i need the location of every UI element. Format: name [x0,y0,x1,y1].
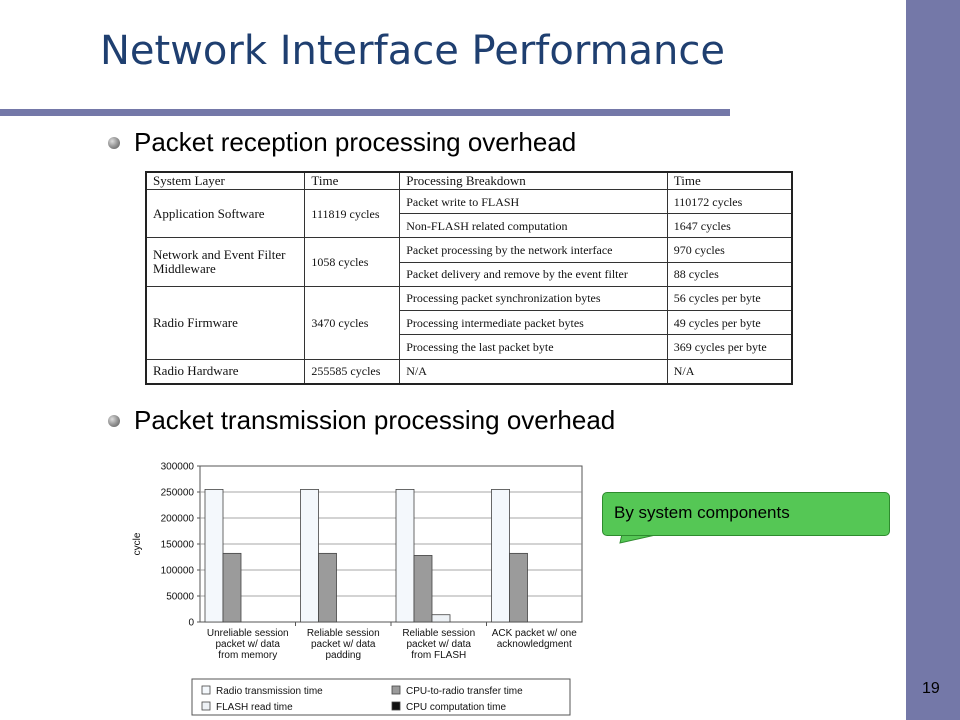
column-header: System Layer [145,171,306,190]
breakdown-time-cell: 1647 cycles [666,213,793,239]
legend-swatch [391,685,401,695]
column-header: Time [666,171,793,190]
legend-label: CPU-to-radio transfer time [406,686,523,697]
bar [509,552,528,623]
table-row: Network and Event Filter Middleware 1058… [145,237,793,287]
x-tick-label: packet w/ data [216,639,281,650]
breakdown-cell: Processing the last packet byte [399,334,668,360]
y-tick-label: 150000 [161,540,195,551]
breakdown-time-cell: 110172 cycles [666,188,793,215]
y-tick-label: 300000 [161,462,195,473]
legend-label: CPU computation time [406,702,506,713]
table-row: Processing intermediate packet bytes 49 … [146,310,793,336]
callout-box [602,492,890,536]
layer-time-cell: 1058 cycles [304,237,401,287]
breakdown-cell: Packet write to FLASH [399,188,668,215]
bar [491,489,510,623]
legend [191,678,571,716]
breakdown-cell: Processing packet synchronization bytes [399,285,668,312]
column-header: Processing Breakdown [399,171,668,190]
y-tick-label: 250000 [161,488,195,499]
x-tick-label: ACK packet w/ one [492,628,577,639]
bar [204,489,224,623]
legend-swatch [201,685,211,695]
column-header: Time [304,171,401,190]
x-tick-label: packet w/ data [407,639,472,650]
breakdown-cell: Processing intermediate packet bytes [399,310,668,336]
breakdown-cell: Non-FLASH related computation [399,213,668,239]
layer-time-cell: 3470 cycles [304,285,401,360]
x-tick-label: from FLASH [411,650,466,661]
y-axis-label: cycle [132,532,143,555]
bullet-icon [108,136,120,149]
breakdown-time-cell: N/A [666,358,793,385]
breakdown-time-cell: 56 cycles per byte [666,285,793,312]
legend-swatch [201,701,211,711]
sidebar-stripe [906,0,960,720]
system-layer-cell: Network and Event Filter Middleware [145,237,306,287]
bar [431,614,451,623]
x-tick-label: from memory [218,650,277,661]
table-row: Application Software 111819 cycles Packe… [145,188,793,239]
y-tick-label: 0 [188,618,194,629]
legend-label: FLASH read time [216,702,293,713]
transmission-overhead-chart: 0 50000 100000 150000 200000 250000 300000 cycl… [132,462,583,716]
bullet-text: Packet transmission processing overhead [134,405,616,435]
breakdown-time-cell: 369 cycles per byte [666,334,793,360]
bar [395,489,415,623]
page-number: 19 [922,680,940,697]
bar [318,552,337,623]
y-tick-label: 50000 [166,592,194,603]
bullet-text: Packet reception processing overhead [134,127,577,157]
bar [413,555,433,623]
x-tick-label: Reliable session [402,628,475,639]
callout-text: By system components [614,503,790,522]
callout: By system components [600,490,892,550]
x-tick-label: acknowledgment [497,639,572,650]
x-tick-label: Unreliable session [207,628,289,639]
system-layer-cell: Radio Hardware [145,358,306,385]
reception-overhead-table: System Layer Time Processing Breakdown T… [145,171,793,385]
layer-time-cell: 111819 cycles [304,188,401,239]
breakdown-cell: Packet processing by the network interfa… [399,237,668,263]
slide-title: Network Interface Performance [100,28,725,74]
breakdown-cell: N/A [399,358,668,385]
x-tick-label: packet w/ data [311,639,376,650]
system-layer-cell: Application Software [145,188,306,239]
bullet-transmission: Packet transmission processing overhead [108,405,615,436]
table-row: Processing the last packet byte 369 cycl… [146,334,793,360]
legend-swatch [391,701,401,711]
bar [222,552,242,623]
system-layer-cell: Radio Firmware [145,285,306,360]
breakdown-time-cell: 49 cycles per byte [666,310,793,336]
y-tick-label: 200000 [161,514,195,525]
table-row: Non-FLASH related computation 1647 cycle… [146,213,793,239]
bar [300,489,319,623]
table-row: Radio Hardware 255585 cycles N/A N/A [145,358,793,385]
table-row: Radio Firmware 3470 cycles Processing pa… [145,285,793,360]
breakdown-time-cell: 88 cycles [666,261,793,287]
breakdown-time-cell: 970 cycles [666,237,793,263]
bullet-icon [108,414,120,427]
x-tick-label: padding [325,650,361,661]
layer-time-cell: 255585 cycles [304,358,401,385]
bullet-reception: Packet reception processing overhead [108,127,576,158]
x-tick-label: Reliable session [307,628,380,639]
title-underline [0,109,730,116]
overhead-table-container: System Layer Time Processing Breakdown T… [145,171,793,385]
table-header-row: System Layer Time Processing Breakdown T… [145,171,793,190]
legend-label: Radio transmission time [216,686,323,697]
y-tick-label: 100000 [161,566,195,577]
breakdown-cell: Packet delivery and remove by the event … [399,261,668,287]
